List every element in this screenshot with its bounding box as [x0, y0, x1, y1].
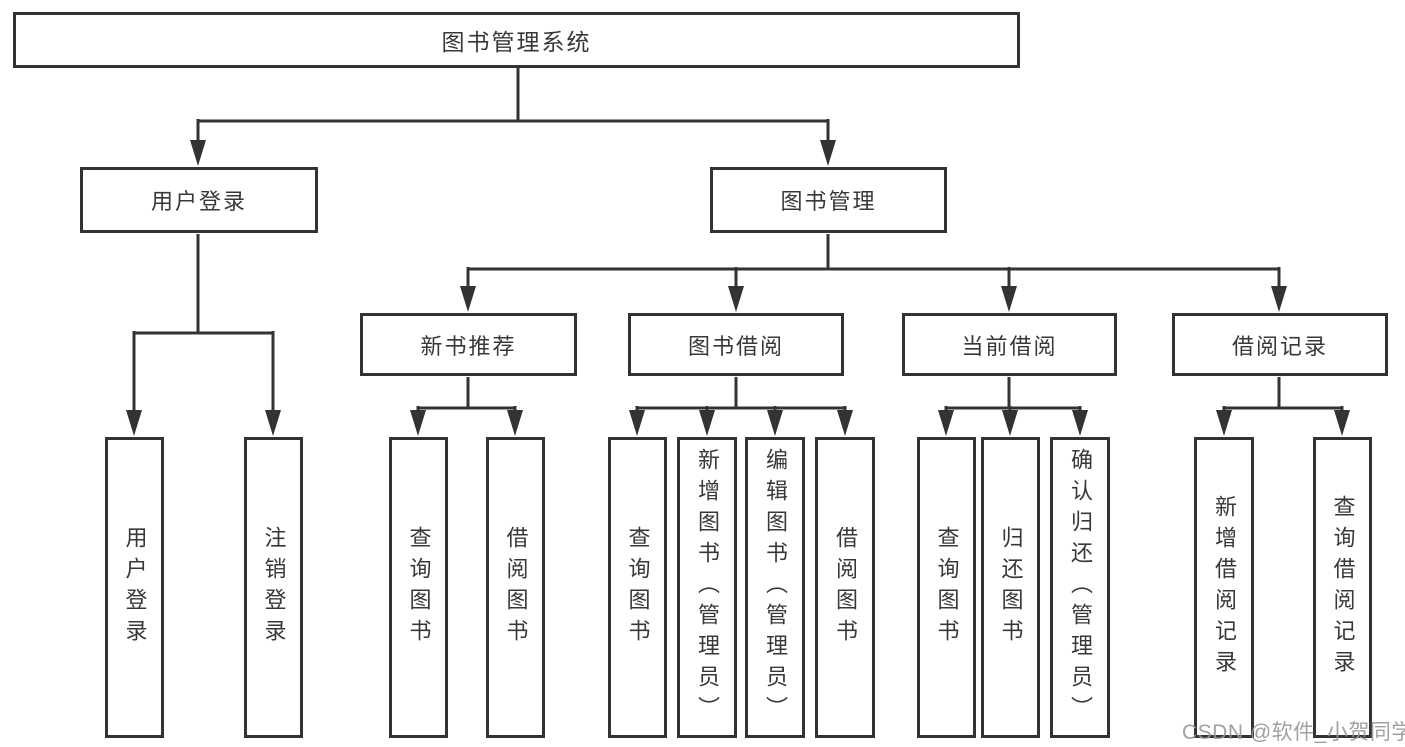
node-user-login-leaf-label: 用户登录 [122, 525, 148, 650]
node-logout-label: 注销登录 [261, 525, 287, 650]
node-book-management-label: 图书管理 [780, 189, 877, 214]
node-user-login-leaf: 用户登录 [105, 437, 164, 738]
node-return-book-label: 归还图书 [998, 525, 1024, 650]
node-book-borrow: 图书借阅 [628, 313, 844, 376]
node-user-login: 用户登录 [80, 167, 318, 233]
node-borrow-records: 借阅记录 [1172, 313, 1388, 376]
node-query-borrow-record: 查询借阅记录 [1313, 437, 1372, 738]
node-add-borrow-record: 新增借阅记录 [1194, 437, 1254, 738]
node-query-books-2: 查询图书 [608, 437, 667, 738]
node-return-book: 归还图书 [981, 437, 1040, 738]
csdn-watermark: CSDN @软件_小贺同学 [1182, 721, 1405, 744]
node-user-login-label: 用户登录 [150, 189, 247, 214]
node-borrow-books-1-label: 借阅图书 [503, 525, 529, 650]
node-borrow-books-2-label: 借阅图书 [833, 525, 858, 650]
node-borrow-records-label: 借阅记录 [1231, 333, 1328, 359]
node-root-label: 图书管理系统 [441, 29, 592, 55]
node-add-book-admin: 新增图书（管理员） [677, 437, 737, 738]
node-current-borrow-label: 当前借阅 [961, 333, 1058, 359]
node-borrow-books-1: 借阅图书 [486, 437, 545, 738]
node-confirm-return-admin: 确认归还（管理员） [1050, 437, 1110, 738]
node-query-books-3: 查询图书 [917, 437, 976, 738]
node-logout: 注销登录 [244, 437, 303, 738]
node-root: 图书管理系统 [13, 12, 1020, 68]
node-book-borrow-label: 图书借阅 [687, 333, 784, 359]
node-new-book-recommend: 新书推荐 [360, 313, 577, 376]
node-confirm-return-admin-label: 确认归还（管理员） [1068, 448, 1093, 727]
node-query-books-1: 查询图书 [389, 437, 448, 738]
node-current-borrow: 当前借阅 [902, 313, 1117, 376]
node-query-books-2-label: 查询图书 [625, 525, 651, 650]
node-query-books-3-label: 查询图书 [934, 525, 960, 650]
node-add-borrow-record-label: 新增借阅记录 [1212, 494, 1237, 681]
node-query-books-1-label: 查询图书 [406, 525, 432, 650]
node-borrow-books-2: 借阅图书 [815, 437, 875, 738]
node-edit-book-admin: 编辑图书（管理员） [745, 437, 805, 738]
arrowheads [126, 140, 1350, 436]
node-book-management: 图书管理 [710, 167, 947, 233]
node-new-book-recommend-label: 新书推荐 [420, 333, 517, 359]
node-edit-book-admin-label: 编辑图书（管理员） [763, 448, 788, 727]
node-query-borrow-record-label: 查询借阅记录 [1330, 494, 1356, 681]
node-add-book-admin-label: 新增图书（管理员） [695, 448, 720, 727]
